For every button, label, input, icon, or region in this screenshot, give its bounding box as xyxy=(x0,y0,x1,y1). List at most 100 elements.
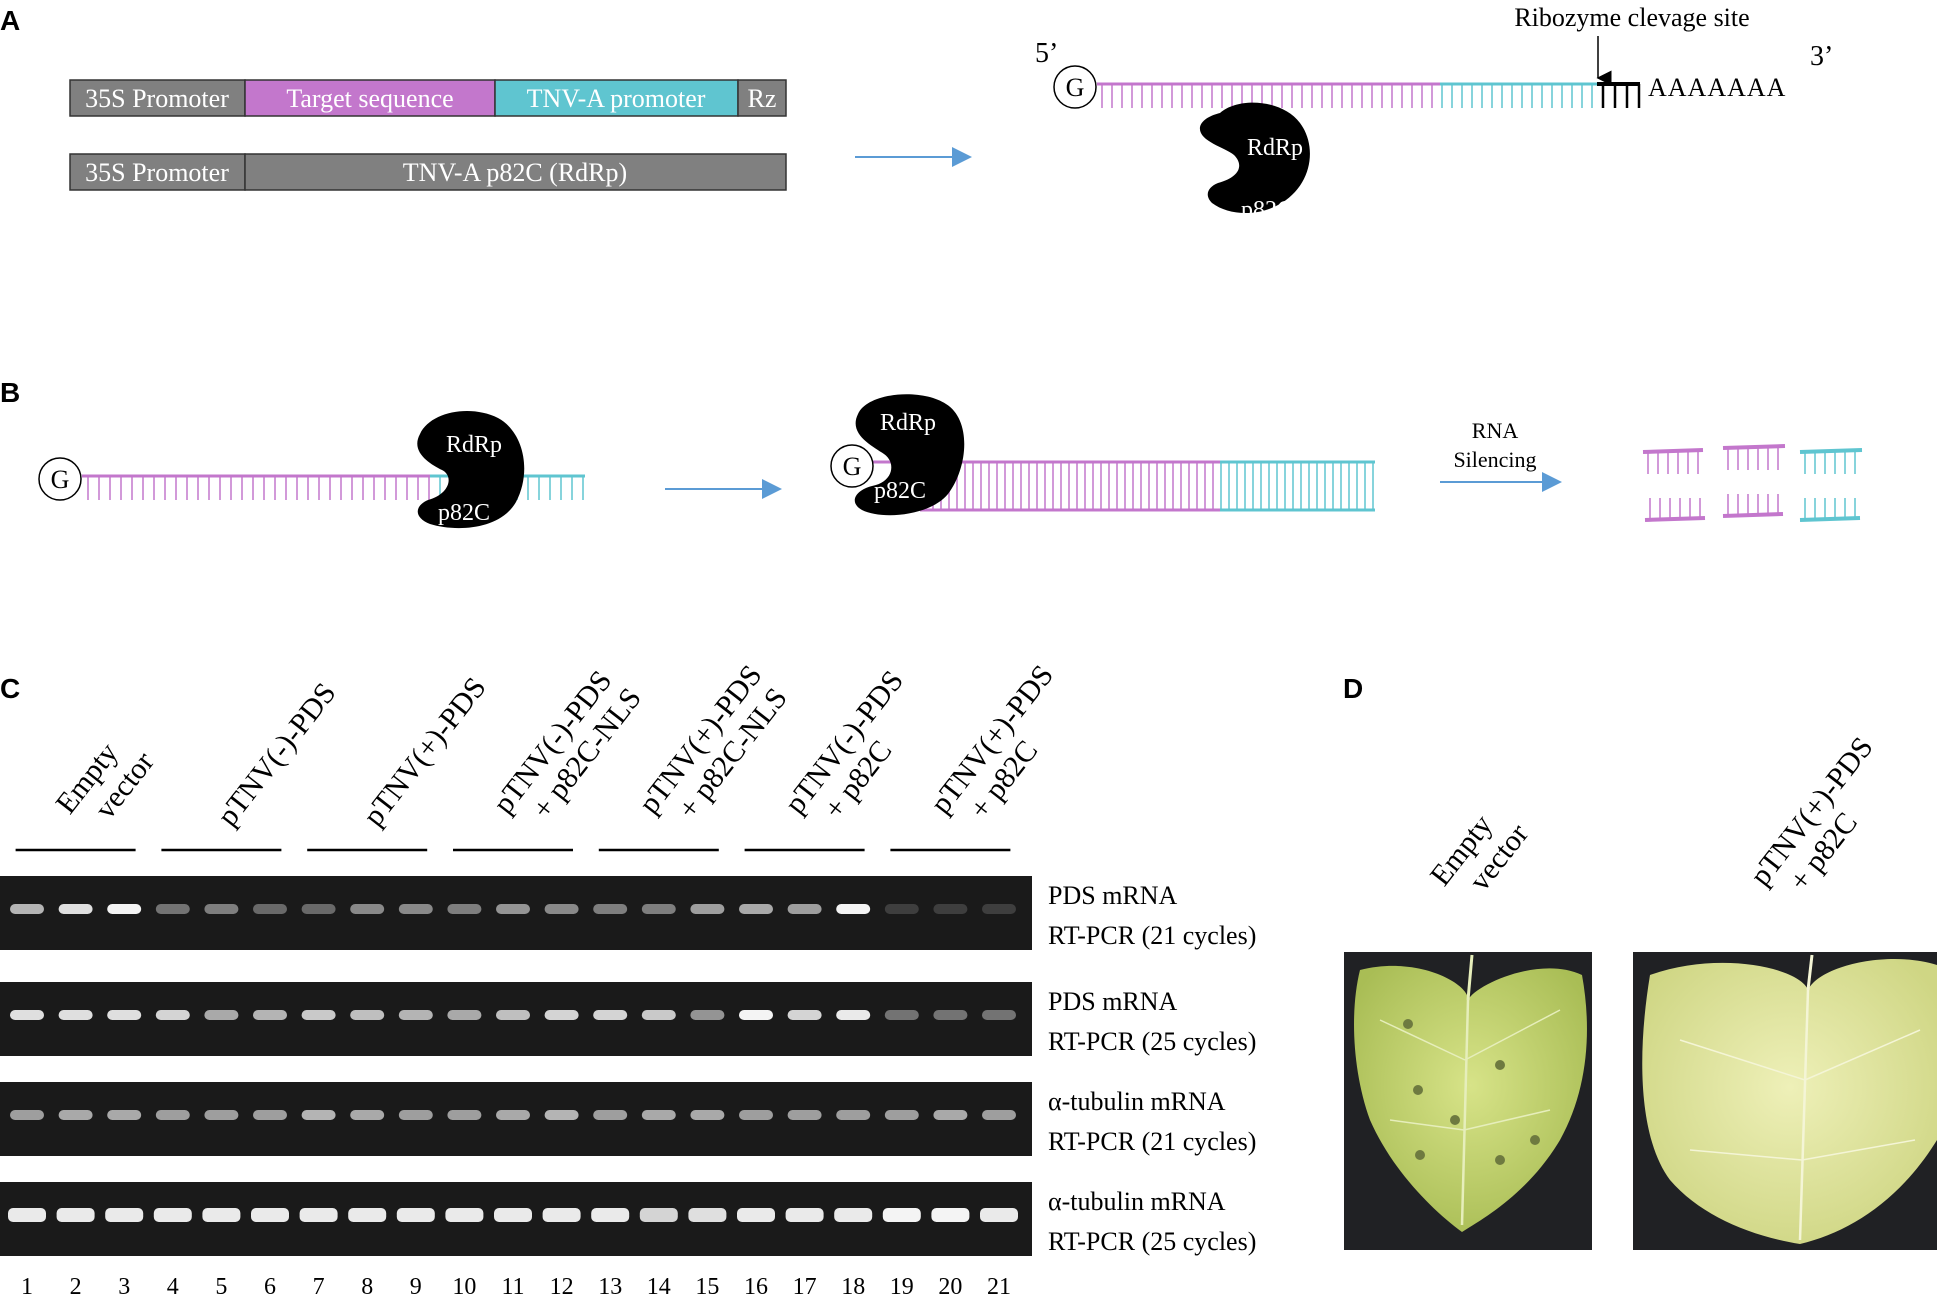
gel-band xyxy=(544,904,579,914)
infiltration-hole xyxy=(1530,1135,1540,1145)
transcript: 5’ 3’ G AAAAAAA Ribozyme clevage site xyxy=(1035,3,1833,109)
infiltration-hole xyxy=(1413,1085,1423,1095)
gel-band xyxy=(884,904,919,914)
row-label-line1: PDS mRNA xyxy=(1048,881,1178,910)
gel-band xyxy=(350,1110,385,1120)
gel-band xyxy=(836,904,871,914)
infiltration-hole xyxy=(1415,1150,1425,1160)
gel-band xyxy=(204,1010,239,1020)
gel-band xyxy=(785,1208,824,1222)
leaf-vein xyxy=(1464,1009,1561,1061)
leaf-label: pTNV(+)-PDS+ p82C xyxy=(1744,731,1880,897)
leaf-vein xyxy=(1804,1029,1921,1081)
gel-band xyxy=(301,904,336,914)
cap-circle xyxy=(830,444,874,488)
promoter-label: 35S Promoter xyxy=(85,84,229,113)
lane-number: 3 xyxy=(118,1274,130,1300)
gel-band xyxy=(834,1208,873,1222)
cap-label: G xyxy=(51,465,70,494)
leaf-photo-control xyxy=(1344,952,1592,1250)
gel-band xyxy=(688,1208,727,1222)
dsrna-ticks xyxy=(924,462,1374,510)
gel-band xyxy=(396,1208,435,1222)
group-label-line1: pTNV(+)-PDS xyxy=(357,671,493,832)
gel-band xyxy=(739,904,773,914)
panel-label-b: B xyxy=(0,377,20,408)
gel-band xyxy=(253,904,287,914)
lane-number: 18 xyxy=(841,1274,865,1300)
gel-band xyxy=(447,1110,482,1120)
gel-band xyxy=(544,1110,579,1120)
leaf-control xyxy=(1354,965,1587,1232)
leaf-silenced xyxy=(1642,959,1937,1244)
leaf-midrib xyxy=(1798,989,1810,1241)
gel-band xyxy=(107,1010,142,1020)
lane-number: 21 xyxy=(987,1274,1011,1300)
gel-band xyxy=(496,1110,530,1120)
target-sequence-box xyxy=(244,79,496,117)
leaf-stem xyxy=(1466,954,1474,1001)
gel-band xyxy=(982,1110,1016,1120)
leaf-vein xyxy=(1379,1019,1466,1061)
row-label-line2: RT-PCR (25 cycles) xyxy=(1048,1027,1256,1056)
gel-band xyxy=(447,1010,482,1020)
gel-band xyxy=(544,1010,579,1020)
gel-band xyxy=(641,1010,676,1020)
row-label-line1: α-tubulin mRNA xyxy=(1048,1087,1226,1116)
infiltration-hole xyxy=(1495,1155,1505,1165)
ribozyme-site-label: Ribozyme clevage site xyxy=(1514,3,1749,32)
tnv-promoter-box xyxy=(494,79,739,117)
gel-band xyxy=(253,1010,287,1020)
gel-blot xyxy=(0,876,1032,1256)
leaf-vein xyxy=(1679,1039,1806,1081)
enzyme-bottom-label: p82C xyxy=(874,478,926,504)
ribozyme-label: Rz xyxy=(748,84,777,113)
gel-band xyxy=(155,1110,190,1120)
gel-band xyxy=(58,904,93,914)
gel-band xyxy=(447,904,482,914)
gel-band xyxy=(882,1208,921,1222)
gel-band xyxy=(398,1010,433,1020)
construct-a: 35S Promoter Target sequence TNV-A promo… xyxy=(69,79,787,117)
group-label: pTNV(-)-PDS+ p82C-NLS xyxy=(487,664,648,825)
row-label-line1: PDS mRNA xyxy=(1048,987,1178,1016)
rdrp-box xyxy=(244,153,787,191)
gel-band xyxy=(542,1208,581,1222)
gel-band xyxy=(836,1110,871,1120)
gel-band xyxy=(155,1010,190,1020)
rdrp-label: TNV-A p82C (RdRp) xyxy=(403,158,627,187)
enzyme-top-label: RdRp xyxy=(880,410,936,436)
gel-band xyxy=(931,1208,970,1222)
leaf-vein xyxy=(1463,1109,1551,1131)
rdrp-enzyme: RdRp p82C xyxy=(417,411,525,529)
leaf-photo-silenced xyxy=(1633,952,1937,1250)
lane-number: 15 xyxy=(695,1274,719,1300)
group-label: pTNV(+)-PDS+ p82C-NLS xyxy=(633,659,794,825)
gel-band xyxy=(593,1110,628,1120)
gel-band xyxy=(301,1110,336,1120)
gel-band xyxy=(591,1208,630,1222)
enzyme-top-label: RdRp xyxy=(446,432,502,458)
gel-band xyxy=(496,1010,530,1020)
gel-band xyxy=(641,904,676,914)
promoter-label: 35S Promoter xyxy=(85,158,229,187)
gel-band xyxy=(690,1110,725,1120)
panel-b-transcript: G xyxy=(38,457,585,501)
lane-number: 16 xyxy=(744,1274,768,1300)
lane-number: 14 xyxy=(647,1274,671,1300)
cap-label: G xyxy=(1066,73,1085,102)
gel-band xyxy=(10,1010,44,1020)
gel-band xyxy=(350,904,385,914)
rdrp-enzyme: RdRp p82C xyxy=(1199,102,1310,223)
lane-number: 7 xyxy=(313,1274,325,1300)
gel-band xyxy=(204,1110,239,1120)
gel-band xyxy=(398,1110,433,1120)
row-label-line2: RT-PCR (21 cycles) xyxy=(1048,921,1256,950)
gel-band xyxy=(690,904,725,914)
gel-band xyxy=(836,1010,871,1020)
enzyme-shape xyxy=(1199,102,1310,214)
